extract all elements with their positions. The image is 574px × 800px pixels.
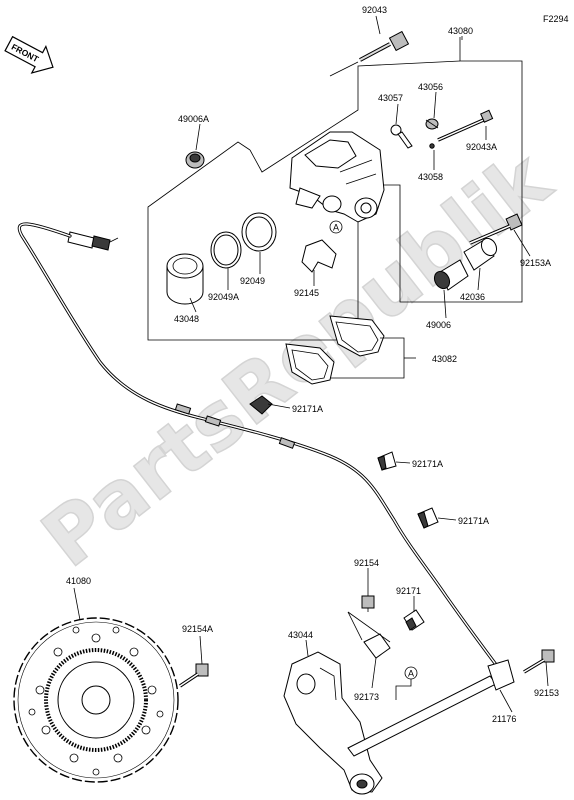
label-43058: 43058 — [418, 172, 443, 182]
label-49006A: 49006A — [178, 114, 209, 124]
label-92043: 92043 — [362, 5, 387, 15]
label-43044: 43044 — [288, 630, 313, 640]
brake-hose — [17, 222, 502, 672]
bolt-92153 — [523, 649, 555, 674]
bolt-92154 — [361, 595, 375, 612]
label-92154A: 92154A — [182, 624, 213, 634]
bolt-92043 — [329, 30, 410, 77]
bolt-92153A — [469, 213, 523, 245]
label-92154: 92154 — [354, 558, 379, 568]
front-arrow-icon: FRONT — [4, 35, 54, 74]
label-92153: 92153 — [534, 688, 559, 698]
piston-seal-92049 — [241, 212, 277, 252]
label-43082: 43082 — [432, 354, 457, 364]
label-43056: 43056 — [418, 82, 443, 92]
cap-43056 — [425, 118, 439, 130]
label-21176: 21176 — [492, 714, 516, 724]
caliper-bracket-43044 — [283, 651, 383, 795]
ring-43058 — [429, 143, 435, 149]
piston-43048 — [166, 253, 204, 305]
label-92043A: 92043A — [466, 142, 497, 152]
label-92171A-1: 92171A — [292, 404, 323, 414]
label-43057: 43057 — [378, 93, 403, 103]
label-92049A: 92049A — [208, 292, 239, 302]
callout-a-top: A — [329, 220, 343, 234]
torque-rod-21176 — [347, 659, 515, 757]
label-43048: 43048 — [174, 314, 199, 324]
holder-92173 — [347, 611, 391, 659]
brake-disc-41080 — [13, 617, 179, 783]
label-43080: 43080 — [448, 26, 473, 36]
label-92171: 92171 — [396, 586, 421, 596]
callout-a-bottom: A — [395, 666, 418, 700]
svg-text:A: A — [333, 223, 339, 233]
pin-92043A — [437, 109, 494, 142]
clamp-92171A-2 — [377, 451, 397, 471]
label-92153A: 92153A — [520, 258, 551, 268]
leader-lines — [73, 15, 549, 713]
label-42036: 42036 — [460, 292, 485, 302]
abs-sensor — [67, 231, 119, 251]
label-41080: 41080 — [66, 576, 91, 586]
part-labels: 92043 43080 49006A 43057 43056 92043A 43… — [66, 5, 559, 724]
clamp-92171 — [403, 609, 425, 631]
label-49006: 49006 — [426, 320, 451, 330]
label-92145: 92145 — [294, 288, 319, 298]
label-92171A-3: 92171A — [458, 516, 489, 526]
svg-text:A: A — [408, 669, 414, 679]
clamp-92171A-1 — [249, 395, 273, 415]
clamp-92171A-3 — [417, 507, 439, 529]
caliper-body — [289, 131, 385, 223]
boot-42036 — [463, 237, 498, 271]
label-92173: 92173 — [354, 692, 379, 702]
bolt-92154A — [179, 663, 209, 688]
brake-pads-43082 — [285, 315, 405, 385]
label-92049: 92049 — [240, 276, 265, 286]
boot-49006 — [433, 259, 469, 291]
figure-code: F2294 — [543, 14, 569, 24]
bleeder-43057 — [390, 124, 413, 149]
dust-seal-92049A — [210, 231, 242, 269]
cap-49006A — [185, 151, 205, 169]
spring-92145 — [301, 239, 337, 273]
label-92171A-2: 92171A — [412, 459, 443, 469]
